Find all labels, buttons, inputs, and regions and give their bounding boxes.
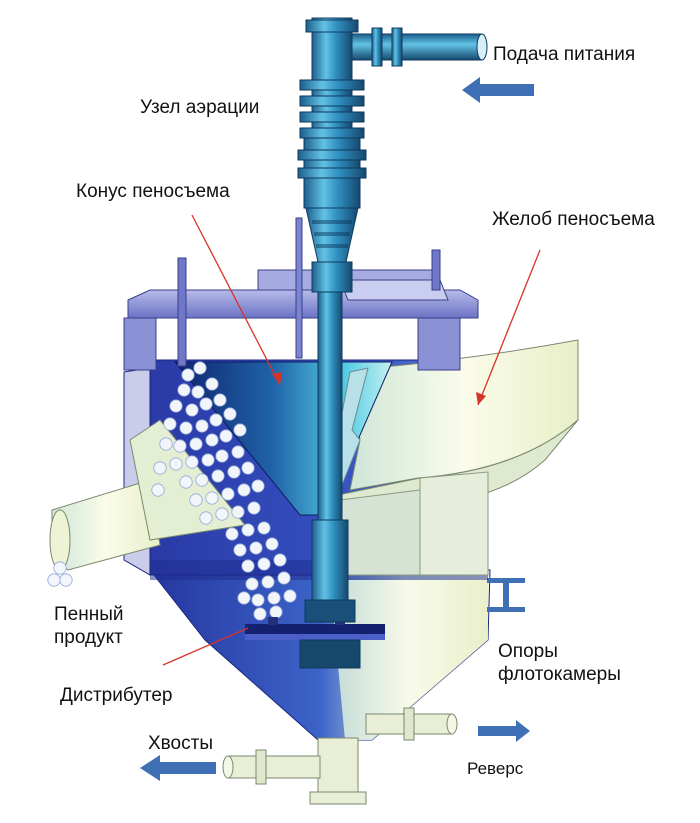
label-distributor: Дистрибутер — [60, 685, 173, 706]
bubble — [283, 589, 297, 603]
bubble — [159, 437, 173, 451]
bubble — [185, 455, 199, 469]
froth-bubbles — [47, 361, 297, 621]
label-froth-product-1: Пенный — [54, 604, 124, 625]
bubble — [241, 523, 255, 537]
bubble — [213, 393, 227, 407]
bubble — [191, 385, 205, 399]
reverse-outlet — [365, 707, 458, 741]
bubble — [205, 377, 219, 391]
bubble — [181, 368, 195, 382]
bubble — [179, 421, 193, 435]
bubble — [199, 511, 213, 525]
bubble — [205, 491, 219, 505]
bubble — [169, 399, 183, 413]
bubble — [221, 487, 235, 501]
leader-froth-cone-head — [272, 372, 282, 385]
froth-chute-mouth — [49, 509, 71, 571]
bubble — [201, 453, 215, 467]
leader-froth-cone — [191, 214, 281, 386]
bubble — [185, 403, 199, 417]
bubble — [177, 383, 191, 397]
bubble — [195, 419, 209, 433]
bubble — [223, 407, 237, 421]
bubble — [189, 493, 203, 507]
bubble — [251, 593, 265, 607]
top-frame — [123, 249, 479, 371]
tailings-arrow — [140, 755, 216, 781]
bubble — [251, 479, 265, 493]
bubble — [209, 413, 223, 427]
label-aeration-unit: Узел аэрации — [140, 97, 260, 118]
label-tailings: Хвосты — [148, 733, 213, 754]
label-froth-cone: Конус пеносъема — [76, 181, 230, 202]
bubble — [59, 573, 73, 587]
bubble — [233, 543, 247, 557]
bubble — [247, 501, 261, 515]
label-reverse: Реверс — [467, 759, 524, 778]
bubble — [205, 433, 219, 447]
label-feed: Подача питания — [493, 44, 636, 65]
feed-pipe — [351, 27, 488, 67]
bubble — [153, 461, 167, 475]
bubble — [267, 591, 281, 605]
bubble — [261, 575, 275, 589]
central-shaft — [299, 289, 361, 669]
bubble — [173, 439, 187, 453]
bubble — [215, 507, 229, 521]
label-froth-launder: Желоб пеносъема — [492, 209, 655, 230]
bubble — [237, 483, 251, 497]
bubble — [245, 577, 259, 591]
bubble — [179, 475, 193, 489]
lower-cone-light-side — [330, 580, 488, 740]
bubble — [219, 429, 233, 443]
feed-arrow — [462, 77, 534, 103]
support-beam — [487, 578, 525, 612]
launder-outer-panel — [419, 471, 489, 576]
bubble — [233, 423, 247, 437]
bubble — [241, 461, 255, 475]
bubble — [231, 505, 245, 519]
bubble — [225, 527, 239, 541]
bubble — [253, 607, 267, 621]
bubble — [257, 557, 271, 571]
bubble — [163, 417, 177, 431]
bubble — [241, 559, 255, 573]
bubble — [151, 483, 165, 497]
bubble — [199, 397, 213, 411]
aeration-unit — [295, 17, 367, 359]
leader-distributor — [162, 627, 249, 666]
launder-inner-panel — [339, 489, 421, 576]
reverse-arrow — [478, 720, 530, 742]
bubble — [215, 449, 229, 463]
bubble — [269, 605, 283, 619]
bubble — [257, 521, 271, 535]
label-froth-product-2: продукт — [54, 627, 123, 648]
leader-froth-launder — [477, 249, 541, 406]
bubble — [227, 465, 241, 479]
tailings-outlet — [222, 737, 367, 805]
bubble — [237, 591, 251, 605]
bubble — [195, 473, 209, 487]
bubble — [231, 445, 245, 459]
bubble — [265, 537, 279, 551]
bubble — [53, 561, 67, 575]
label-supports-1: Опоры — [498, 641, 558, 662]
leader-froth-launder-head — [476, 392, 486, 405]
bubble — [273, 553, 287, 567]
bubble — [249, 541, 263, 555]
bubble — [189, 437, 203, 451]
label-supports-2: флотокамеры — [498, 664, 621, 685]
bubble — [193, 361, 207, 375]
bubble — [47, 573, 61, 587]
bubble — [211, 469, 225, 483]
bubble — [169, 457, 183, 471]
bubble — [277, 571, 291, 585]
